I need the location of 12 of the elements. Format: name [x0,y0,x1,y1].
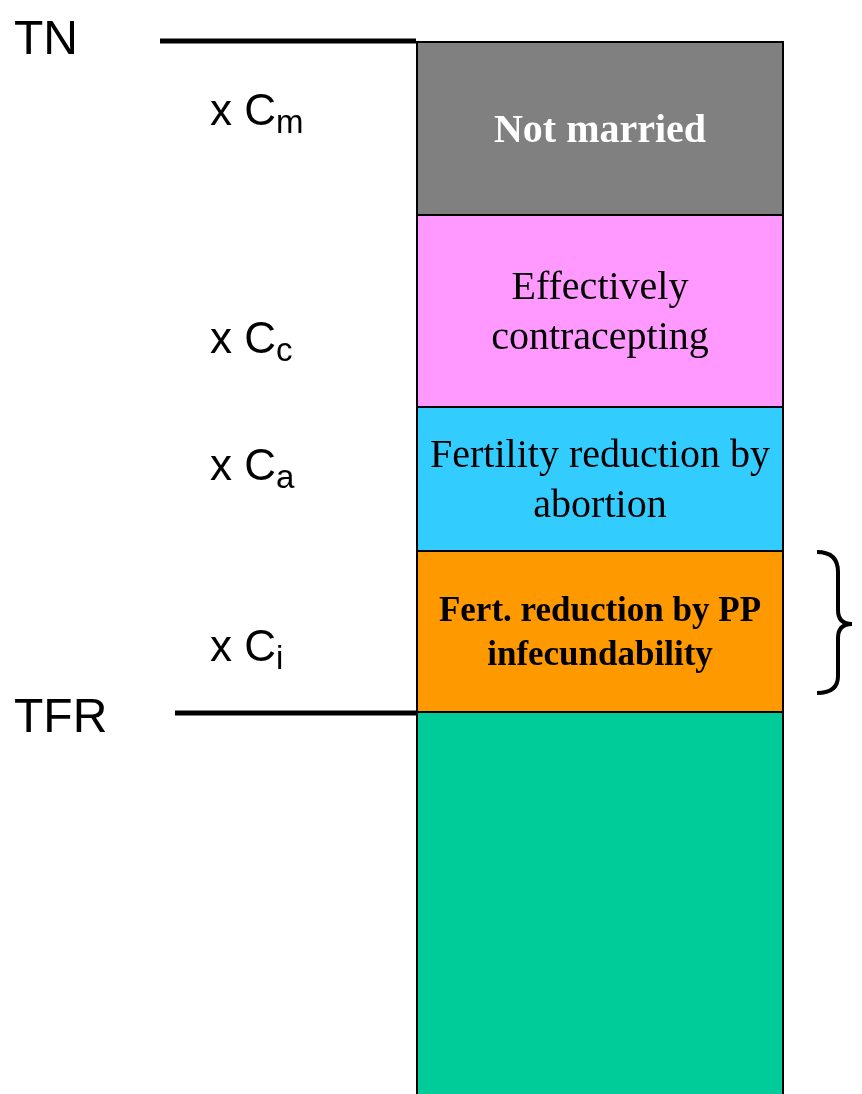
category-segment: Fert. reduction by PP infecundability [416,552,784,713]
coefficient-label: x C$_{m}$ [210,88,304,132]
coefficient-label: x C$_{a}$ [210,443,295,487]
coefficient-label: x C$_{i}$ [210,624,284,668]
reference-line [175,710,416,716]
category-segment: Not married [416,41,784,216]
axis-label: TFR [14,686,175,746]
reference-line [160,38,416,44]
coefficient-label: x C$_{c}$ [210,316,293,360]
category-segment: Fertility reduction by abortion [416,408,784,552]
axis-label: TN [14,8,160,68]
category-segment: Effectively contracepting [416,216,784,408]
